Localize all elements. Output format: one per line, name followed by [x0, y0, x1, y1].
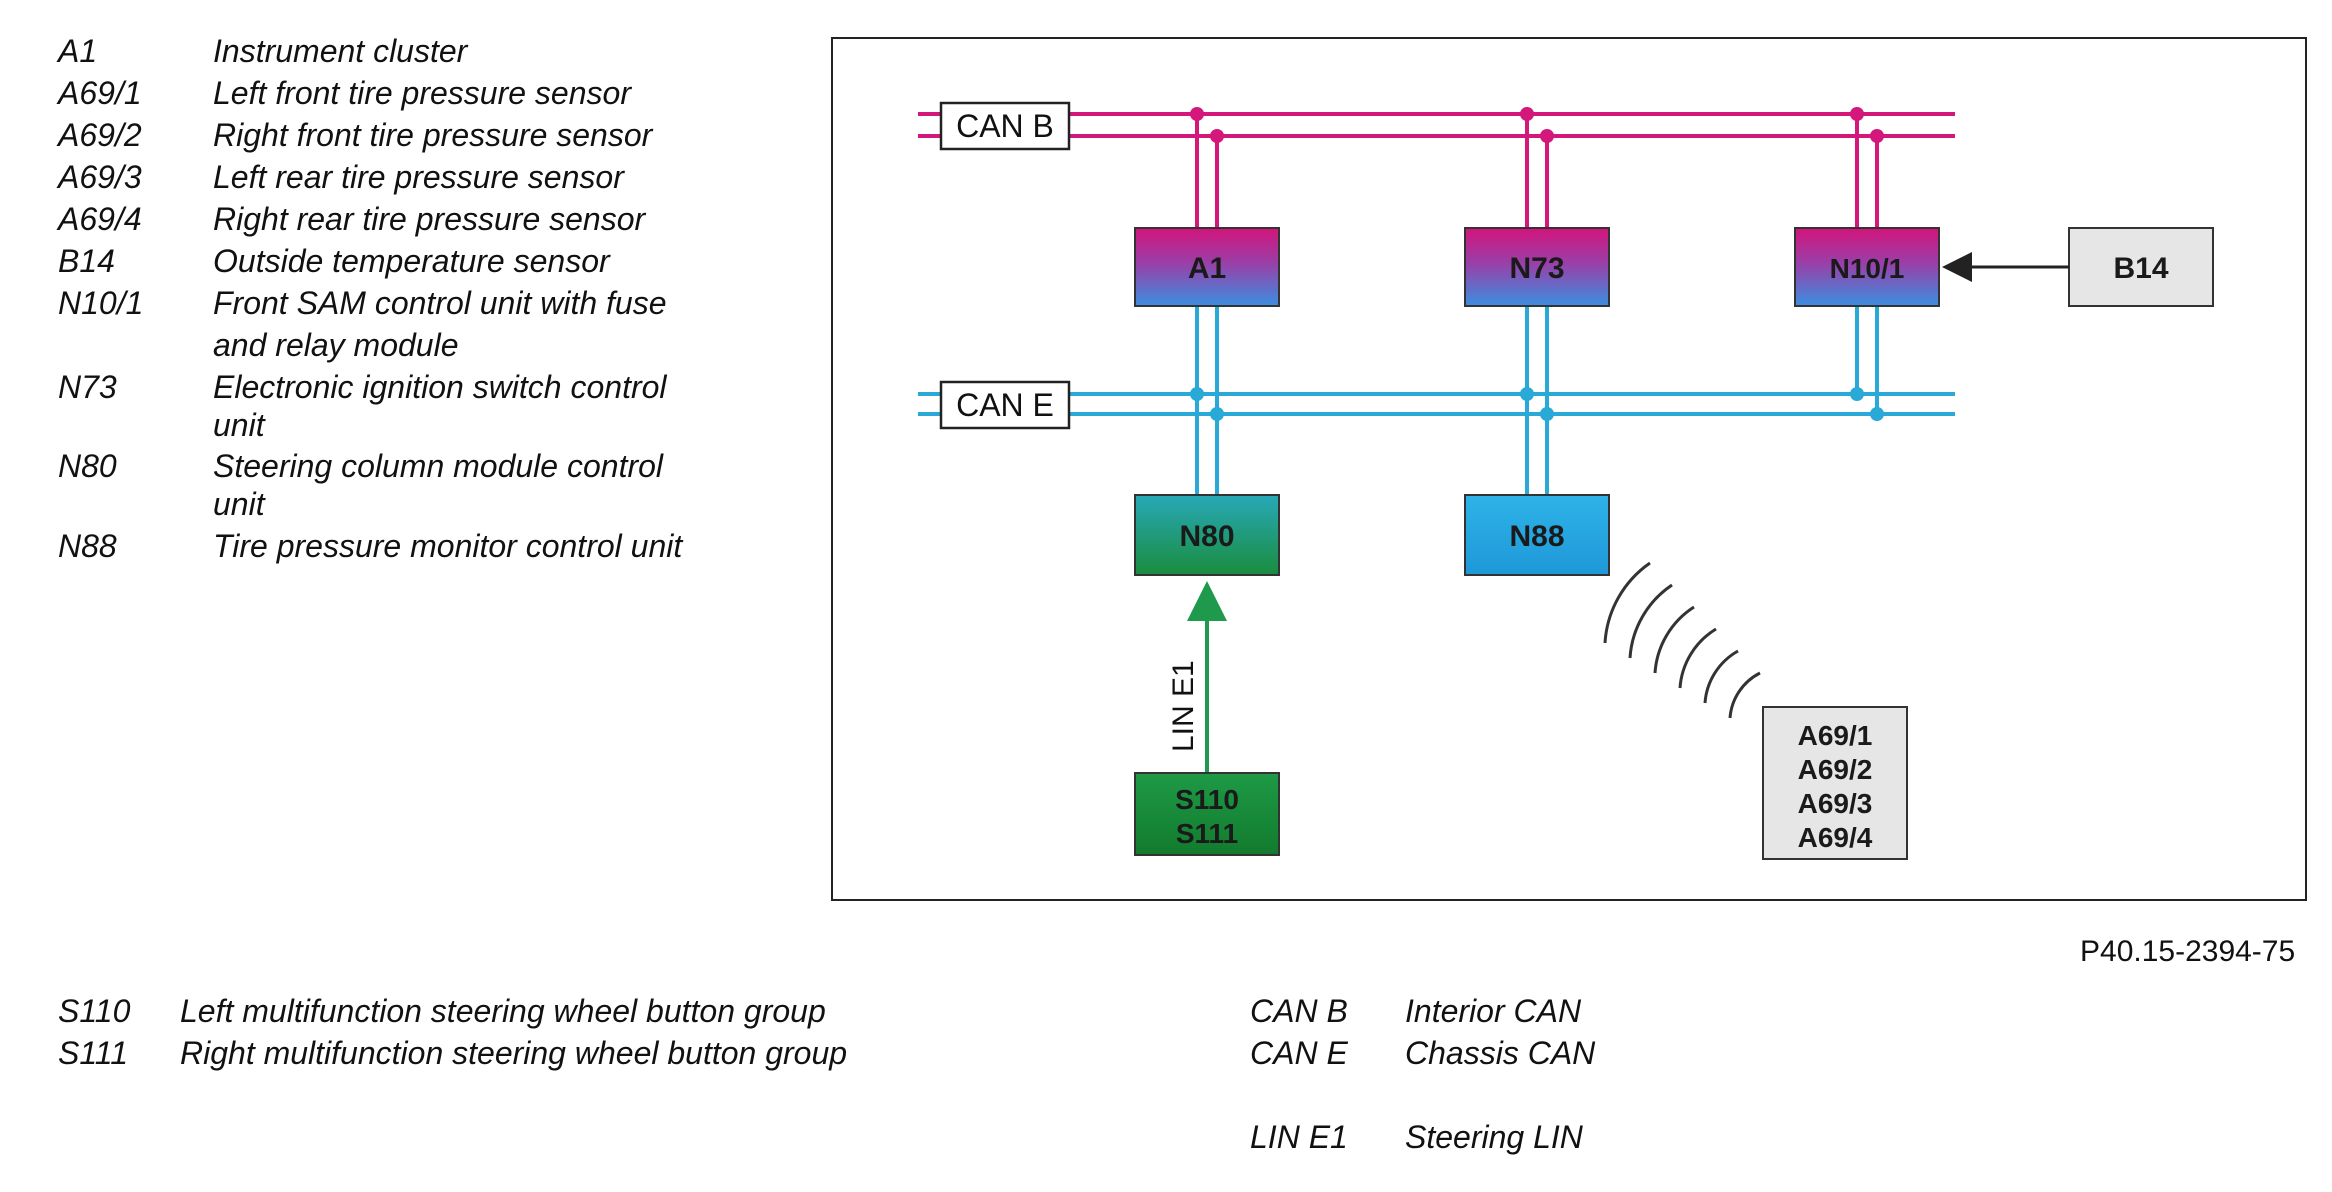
legend-code: N10/1 [58, 285, 144, 321]
switch-legend: S110 Left multifunction steering wheel b… [58, 990, 958, 1080]
legend-desc: Right rear tire pressure sensor [213, 201, 646, 237]
module-label: B14 [2113, 252, 2168, 285]
module-n80: N80 [1134, 494, 1280, 576]
legend-desc: Front SAM control unit with fuse [213, 285, 667, 321]
legend-desc: Steering LIN [1405, 1119, 1583, 1155]
legend-code: A69/3 [58, 159, 142, 195]
module-n10-1: N10/1 [1794, 227, 1940, 307]
legend-code: A1 [58, 33, 98, 69]
legend-desc: Right multifunction steering wheel butto… [180, 1035, 848, 1071]
legend-desc: Left front tire pressure sensor [213, 75, 631, 111]
legend-code: A69/2 [58, 117, 142, 153]
module-a1: A1 [1134, 227, 1280, 307]
legend-code: N73 [58, 369, 117, 405]
can-b-label-box [939, 101, 1071, 151]
legend-code: CAN B [1250, 993, 1348, 1029]
component-legend: A1 Instrument cluster A69/1 Left front t… [58, 30, 778, 570]
legend-desc: Instrument cluster [213, 33, 468, 69]
module-label: N73 [1509, 252, 1564, 285]
legend-desc: Right front tire pressure sensor [213, 117, 653, 153]
legend-desc: Tire pressure monitor control unit [213, 528, 683, 564]
legend-desc: Interior CAN [1405, 993, 1582, 1029]
legend-code: N80 [58, 448, 117, 484]
can-b-label: CAN B [956, 108, 1054, 144]
can-b-bus [918, 107, 1955, 228]
wireless-signal-icon [1603, 561, 1761, 719]
legend-code: S111 [58, 1035, 128, 1071]
legend-code: N88 [58, 528, 117, 564]
legend-desc: Electronic ignition switch control [213, 369, 667, 405]
legend-desc-continued: unit [213, 407, 265, 443]
module-tire-sensors: A69/1 A69/2 A69/3 A69/4 [1762, 706, 1908, 860]
legend-code: A69/1 [58, 75, 142, 111]
module-label: S110 [1175, 784, 1239, 815]
legend-desc: Left rear tire pressure sensor [213, 159, 624, 195]
module-label: N80 [1179, 520, 1234, 553]
module-b14: B14 [2068, 227, 2214, 307]
module-label: S111 [1176, 818, 1238, 849]
legend-code: CAN E [1250, 1035, 1348, 1071]
can-e-bus [918, 306, 1955, 495]
module-label: A69/3 [1798, 788, 1873, 819]
module-label: A69/2 [1798, 754, 1873, 785]
module-label: N10/1 [1830, 253, 1905, 284]
bus-legend: CAN B Interior CAN CAN E Chassis CAN LIN… [1250, 990, 1950, 1170]
legend-code: B14 [58, 243, 115, 279]
can-e-label: CAN E [956, 387, 1054, 423]
legend-desc: Steering column module control [213, 448, 664, 484]
module-label: A1 [1188, 252, 1226, 285]
figure-code: P40.15-2394-75 [2080, 935, 2296, 968]
legend-code: LIN E1 [1250, 1119, 1348, 1155]
module-label: A69/1 [1798, 720, 1873, 751]
legend-desc: Chassis CAN [1405, 1035, 1596, 1071]
legend-desc: Outside temperature sensor [213, 243, 610, 279]
legend-code: A69/4 [58, 201, 142, 237]
legend-desc-continued: and relay module [213, 327, 459, 363]
can-e-label-box [939, 380, 1071, 430]
module-n88: N88 [1464, 494, 1610, 576]
legend-desc: Left multifunction steering wheel button… [180, 993, 826, 1029]
legend-desc-continued: unit [213, 486, 265, 522]
legend-code: S110 [58, 993, 131, 1029]
module-label: N88 [1509, 520, 1564, 553]
diagram-frame [831, 37, 2307, 901]
module-label: A69/4 [1798, 822, 1873, 853]
lin-e1-label: LIN E1 [1167, 660, 1200, 752]
module-n73: N73 [1464, 227, 1610, 307]
module-s110-s111: S110 S111 [1134, 772, 1280, 856]
